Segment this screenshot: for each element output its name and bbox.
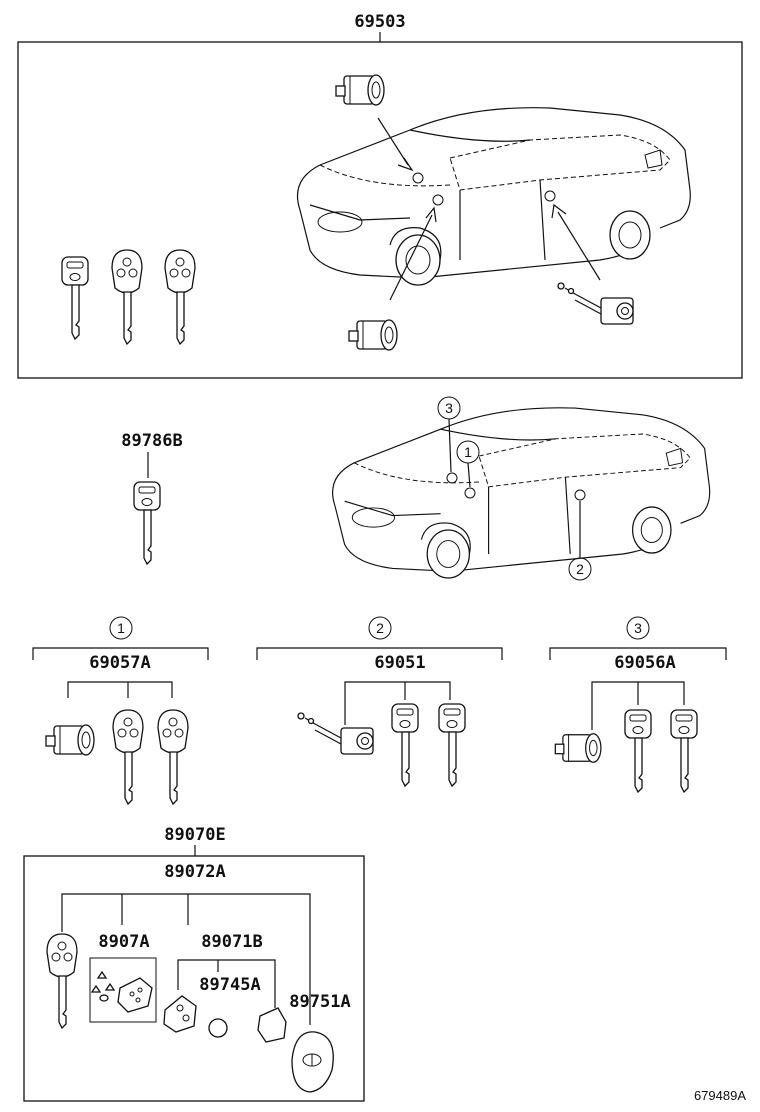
label-8907A: 8907A <box>98 932 149 952</box>
fob-case-icon <box>163 995 197 1033</box>
label-89751A: 89751A <box>289 992 350 1012</box>
key-icon <box>670 709 698 793</box>
set-3-leaders <box>591 681 685 730</box>
remote-key-icon <box>46 933 78 1029</box>
key-cylinder-icon <box>45 724 95 756</box>
leaders-89071B <box>177 959 276 1008</box>
set-3-callout-text: 3 <box>634 620 642 636</box>
set-2-callout <box>368 616 392 640</box>
label-89745A: 89745A <box>199 975 260 995</box>
lock-point-ignition <box>412 172 424 184</box>
door-lock-cylinder-icon <box>297 712 374 755</box>
set-1-callout <box>109 616 133 640</box>
set-1-callout-text: 1 <box>117 620 125 636</box>
group-box-89070E <box>23 855 365 1102</box>
set-3-callout <box>626 616 650 640</box>
callout-2-text: 2 <box>576 561 584 577</box>
key-icon <box>438 703 466 787</box>
label-69503: 69503 <box>354 12 405 32</box>
set-1-bracket <box>32 647 209 660</box>
illustration-id: 679489A <box>694 1088 746 1103</box>
label-69056A: 69056A <box>614 653 675 673</box>
remote-key-icon <box>157 709 189 805</box>
remote-key-icon <box>112 709 144 805</box>
callout-1-text: 1 <box>464 444 472 460</box>
key-cylinder-icon <box>335 74 385 106</box>
set-3-bracket <box>549 647 727 660</box>
label-89072A: 89072A <box>164 862 225 882</box>
label-89786B: 89786B <box>121 431 182 451</box>
set-2-leaders <box>344 681 451 725</box>
door-lock-cylinder-icon <box>557 282 634 325</box>
set-1-leaders <box>67 681 173 698</box>
arrow-icon <box>377 117 601 301</box>
key-cylinder-icon <box>554 733 602 763</box>
set-2-callout-text: 2 <box>376 620 384 636</box>
case-parts-frame <box>89 957 157 1023</box>
key-icon <box>391 703 419 787</box>
lock-point-2 <box>574 489 586 501</box>
key-icon <box>133 481 161 565</box>
lock-point-door <box>544 190 556 202</box>
key-cylinder-icon <box>348 319 398 351</box>
remote-key-icon <box>111 249 143 345</box>
fob-cover-icon <box>291 1031 334 1093</box>
label-69057A: 69057A <box>89 653 150 673</box>
button-pads-icon <box>90 970 153 1013</box>
lock-point-front <box>432 194 444 206</box>
lock-point-1 <box>464 487 476 499</box>
callout-3-leader <box>448 418 452 473</box>
key-icon <box>624 709 652 793</box>
label-89071B: 89071B <box>201 932 262 952</box>
fob-half-icon <box>257 1007 287 1043</box>
set-2-bracket <box>256 647 503 660</box>
key-icon <box>61 256 89 340</box>
car-outline-icon <box>331 407 711 579</box>
callout-1-leader <box>467 462 471 488</box>
group-box-69503 <box>17 41 743 379</box>
remote-key-icon <box>164 249 196 345</box>
label-69051: 69051 <box>374 653 425 673</box>
car-outline-icon <box>296 107 691 286</box>
leaders-89072A <box>61 893 311 1025</box>
callout-3-text: 3 <box>445 400 453 416</box>
battery-icon <box>208 1018 228 1038</box>
lock-point-3 <box>446 472 458 484</box>
label-89070E: 89070E <box>164 825 225 845</box>
